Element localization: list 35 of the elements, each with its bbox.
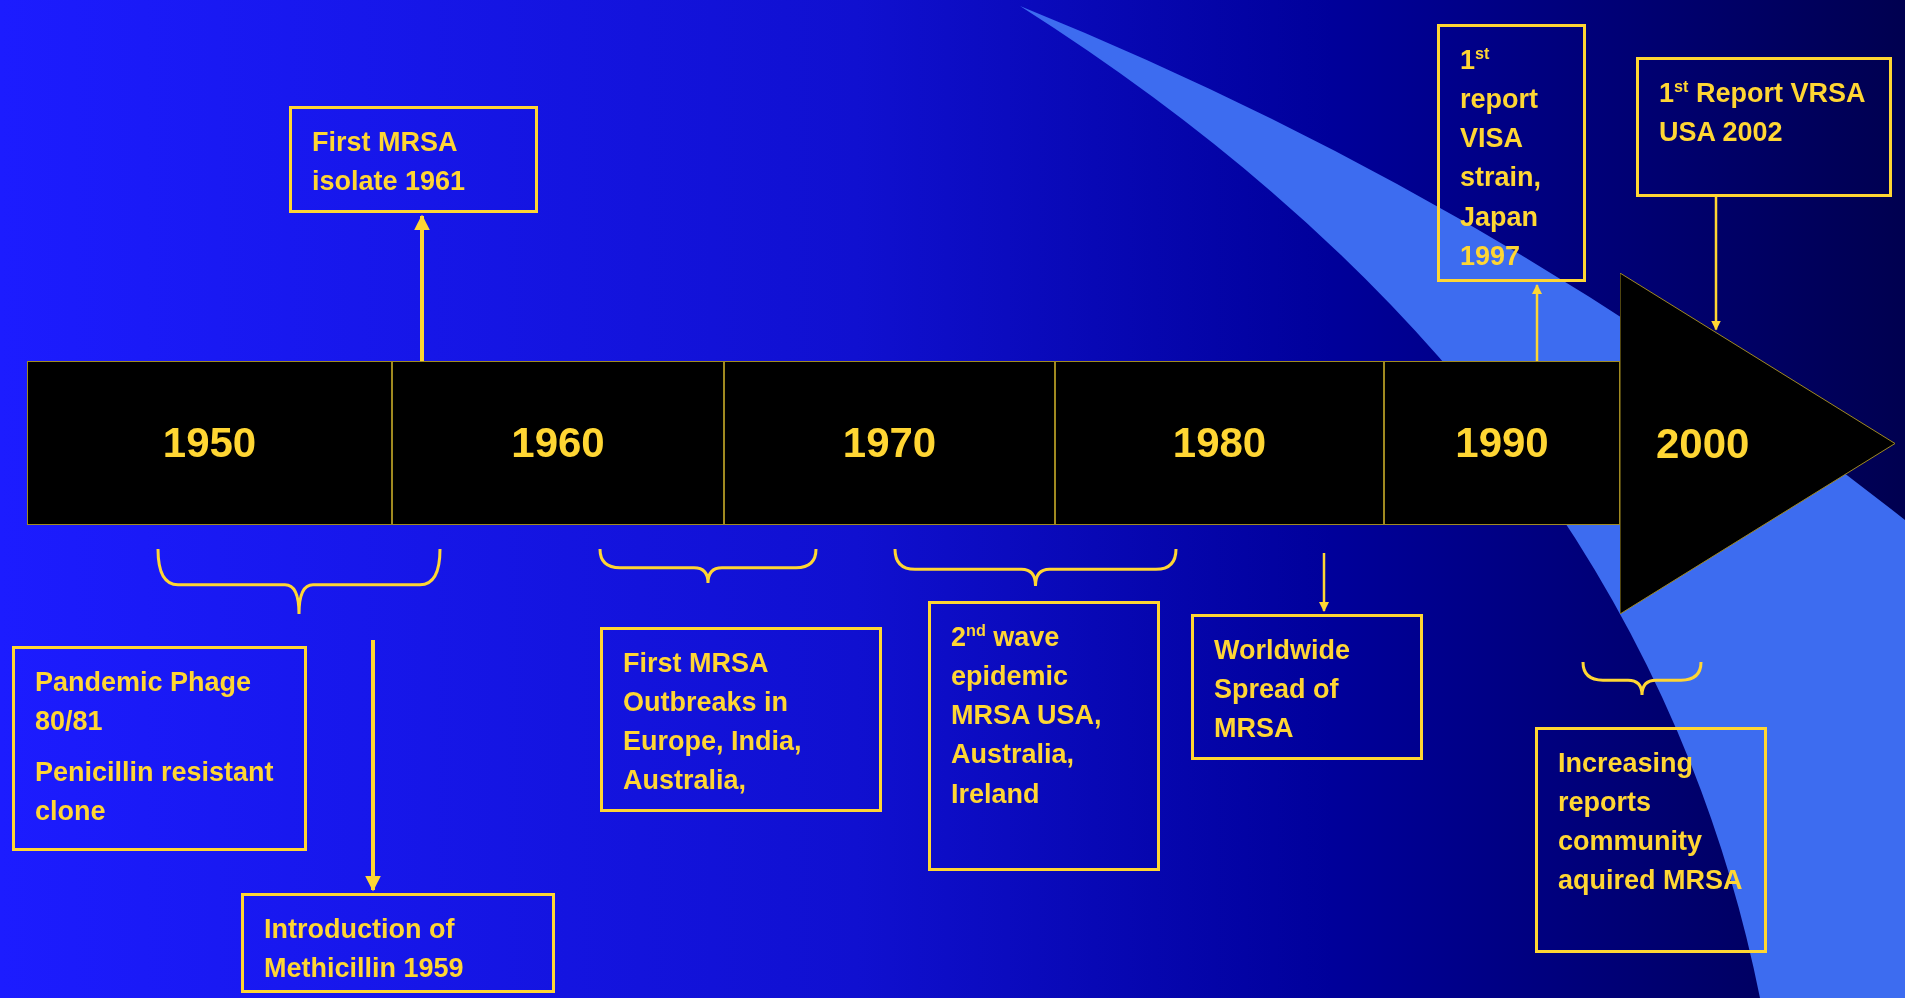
arrow	[1711, 197, 1721, 331]
event-box	[12, 646, 307, 851]
year-label: 1970	[842, 419, 937, 467]
event-text: 1$^{st}$ report VISA strain, Japan 1997	[1460, 43, 1543, 273]
event-box	[241, 893, 555, 993]
arrow	[1532, 284, 1542, 361]
event-text: First MRSA Outbreaks in Europe, India, Australia,	[623, 647, 803, 798]
timeline-segment	[1055, 361, 1384, 525]
timeline-segment	[392, 361, 724, 525]
event-text: Penicillin resistant clone	[35, 756, 275, 829]
arrow	[414, 214, 430, 361]
event-text: Worldwide Spread of MRSA	[1214, 634, 1351, 746]
event-text: Pandemic Phage 80/81	[35, 666, 253, 739]
event-box	[1636, 57, 1892, 197]
event-box	[1191, 614, 1423, 760]
event-box	[600, 627, 882, 812]
timeline-segment	[724, 361, 1055, 525]
timeline-segment	[27, 361, 392, 525]
year-label: 2000	[1656, 419, 1750, 468]
year-label: 1960	[511, 419, 605, 467]
arrow	[365, 640, 381, 892]
event-box	[289, 106, 538, 213]
arrow	[1319, 553, 1329, 612]
event-text: Introduction of Methicillin 1959	[264, 913, 465, 986]
timeline-segment	[1384, 361, 1620, 525]
year-label: 1990	[1455, 419, 1549, 467]
event-text: 2$^{nd}$ wave epidemic MRSA USA, Australia, Ireland	[951, 620, 1103, 811]
event-text: 1$^{st}$ Report VRSA USA 2002	[1659, 76, 1866, 150]
event-box	[1535, 727, 1767, 953]
event-text: Increasing reports community aquired MRSA	[1558, 747, 1744, 898]
event-box	[928, 601, 1160, 871]
year-label: 1980	[1172, 419, 1267, 467]
year-label: 1950	[162, 419, 257, 467]
event-box	[1437, 24, 1586, 282]
event-text: First MRSA isolate 1961	[312, 126, 467, 199]
